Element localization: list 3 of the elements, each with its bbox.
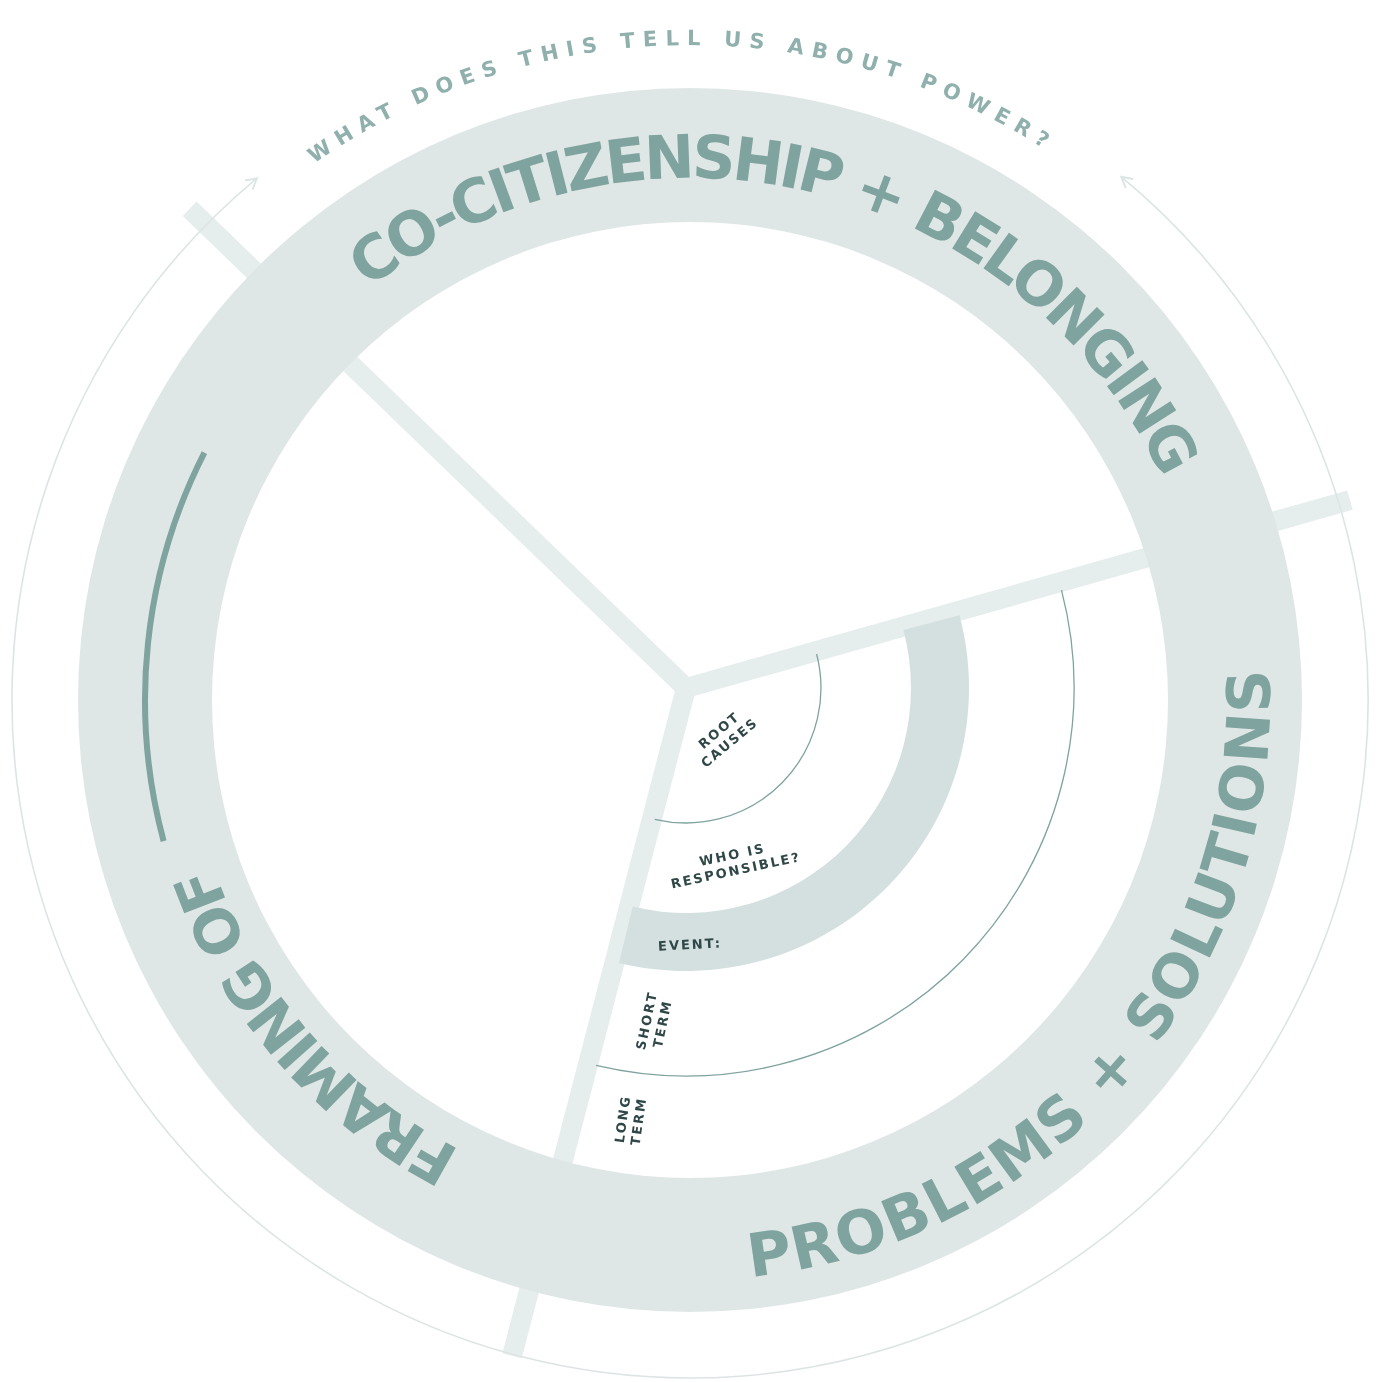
region-label: EVENT:: [657, 935, 723, 954]
region-label: SHORT TERM: [633, 989, 675, 1052]
region-label: LONG TERM: [611, 1093, 650, 1147]
